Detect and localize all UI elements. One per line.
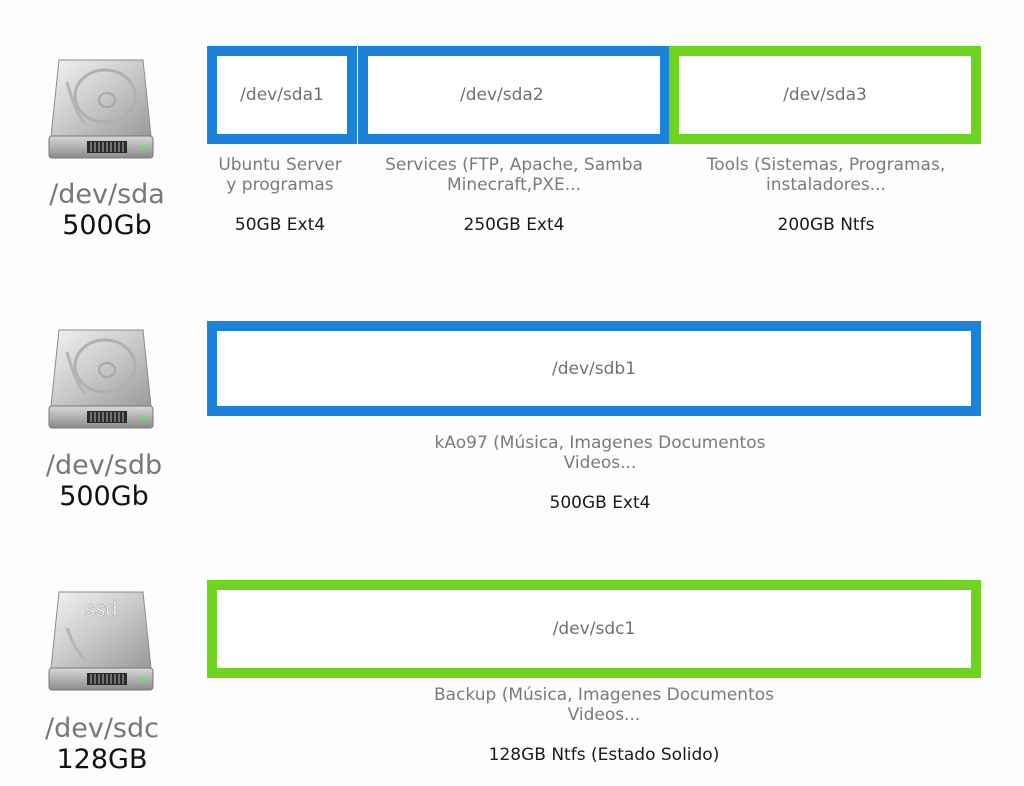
partition-label: /dev/sdb1 [551, 358, 637, 379]
partition-label: /dev/sdc1 [552, 619, 636, 639]
partition-size-fs: 200GB Ntfs [777, 215, 875, 235]
partition-description: Backup (Música, Imagenes Documentos Vide… [433, 685, 774, 725]
partition-description: Tools (Sistemas, Programas, instaladores… [706, 155, 946, 195]
partition-size-fs: 250GB Ext4 [463, 215, 565, 235]
disk-capacity: 500Gb [62, 210, 152, 241]
disk-device-name: /dev/sdc [45, 713, 159, 744]
partition-sda2[interactable]: /dev/sda2 [358, 46, 670, 144]
disk-capacity: 128GB [56, 744, 148, 775]
hard-drive-icon [45, 52, 157, 164]
partition-description: kAo97 (Música, Imagenes Documentos Video… [434, 433, 766, 473]
disk-device-name: /dev/sda [49, 179, 165, 210]
partition-size-fs: 500GB Ext4 [549, 493, 651, 513]
hard-drive-icon [45, 322, 157, 434]
partition-sdc1[interactable]: /dev/sdc1 [207, 580, 981, 678]
disk-capacity: 500Gb [59, 481, 149, 512]
partition-size-fs: 128GB Ntfs (Estado Solido) [488, 745, 720, 765]
ssd-label: ssd [85, 598, 118, 621]
partition-sdb1[interactable]: /dev/sdb1 [207, 321, 981, 416]
partition-description: Services (FTP, Apache, Samba Minecraft,P… [385, 155, 643, 195]
partition-label: /dev/sda3 [783, 85, 867, 105]
partition-size-fs: 50GB Ext4 [234, 215, 326, 235]
partition-label: /dev/sda1 [240, 85, 324, 105]
ssd-drive-icon: ssd [45, 584, 157, 696]
partition-label: /dev/sda2 [460, 85, 544, 105]
partition-sda1[interactable]: /dev/sda1 [207, 46, 357, 144]
partition-sda3[interactable]: /dev/sda3 [669, 46, 981, 144]
disk-device-name: /dev/sdb [45, 450, 163, 481]
partition-description: Ubuntu Server y programas [218, 155, 342, 195]
